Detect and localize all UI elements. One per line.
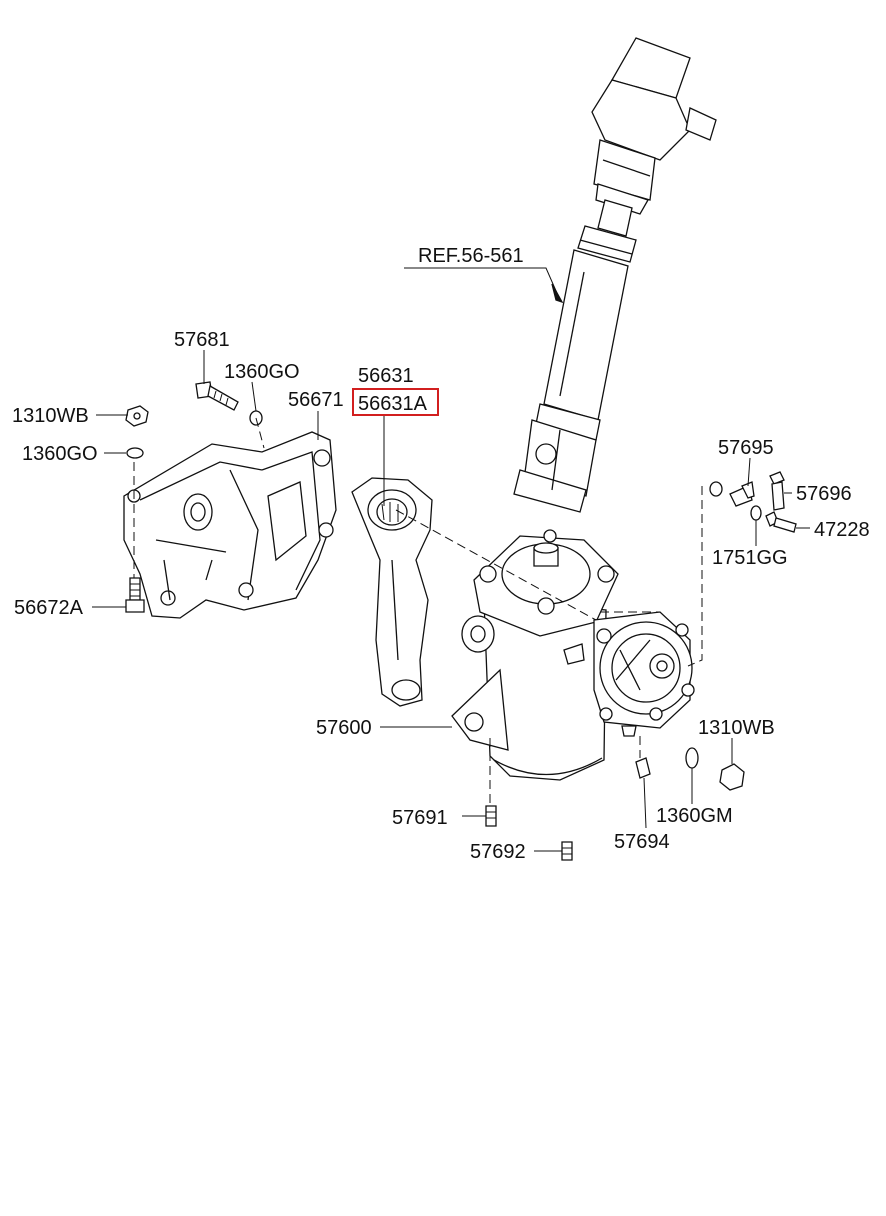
fitting-57691	[485, 805, 497, 827]
label-1360gm: 1360GM	[656, 805, 733, 827]
steering-shaft	[513, 37, 717, 513]
label-57681: 57681	[174, 329, 230, 351]
label-57691: 57691	[392, 807, 448, 829]
label-57694: 57694	[614, 831, 670, 853]
label-57600: 57600	[316, 717, 372, 739]
pitman-arm	[351, 477, 433, 707]
highlight-box	[352, 388, 439, 416]
label-1310wb-upper: 1310WB	[12, 405, 89, 427]
label-57692: 57692	[470, 841, 526, 863]
washer-1751gg	[750, 505, 762, 521]
label-1360go-upper: 1360GO	[224, 361, 300, 383]
label-1751gg: 1751GG	[712, 547, 788, 569]
part-labels: REF.56-561 57681 1360GO 56671 1310WB 136…	[12, 245, 870, 863]
fitting-57692	[561, 841, 573, 861]
alignment-lines	[133, 417, 703, 806]
bolt-57681	[195, 381, 239, 411]
bolt-57695	[729, 481, 755, 507]
leader-lines	[92, 267, 810, 852]
label-57696: 57696	[796, 483, 852, 505]
fitting-57694	[635, 757, 651, 779]
label-56631: 56631	[358, 365, 414, 387]
steering-gear-box	[451, 529, 695, 781]
bolt-56672a	[125, 577, 145, 613]
label-57695: 57695	[718, 437, 774, 459]
label-1360go-lower: 1360GO	[22, 443, 98, 465]
label-56671: 56671	[288, 389, 344, 411]
mounting-bracket	[123, 431, 337, 619]
label-1310wb-lower: 1310WB	[698, 717, 775, 739]
washer-1360gm	[685, 747, 699, 769]
sensor-57696	[769, 471, 785, 511]
label-56631a: 56631A	[358, 393, 428, 415]
label-ref: REF.56-561	[418, 245, 524, 267]
label-47228: 47228	[814, 519, 870, 541]
nut-1310wb-upper	[125, 405, 149, 427]
bolt-47228	[765, 511, 797, 533]
nut-1310wb-lower	[719, 763, 745, 791]
washer-1360go-lower	[126, 447, 144, 459]
label-56672a: 56672A	[14, 597, 84, 619]
washer-57695	[709, 481, 723, 497]
